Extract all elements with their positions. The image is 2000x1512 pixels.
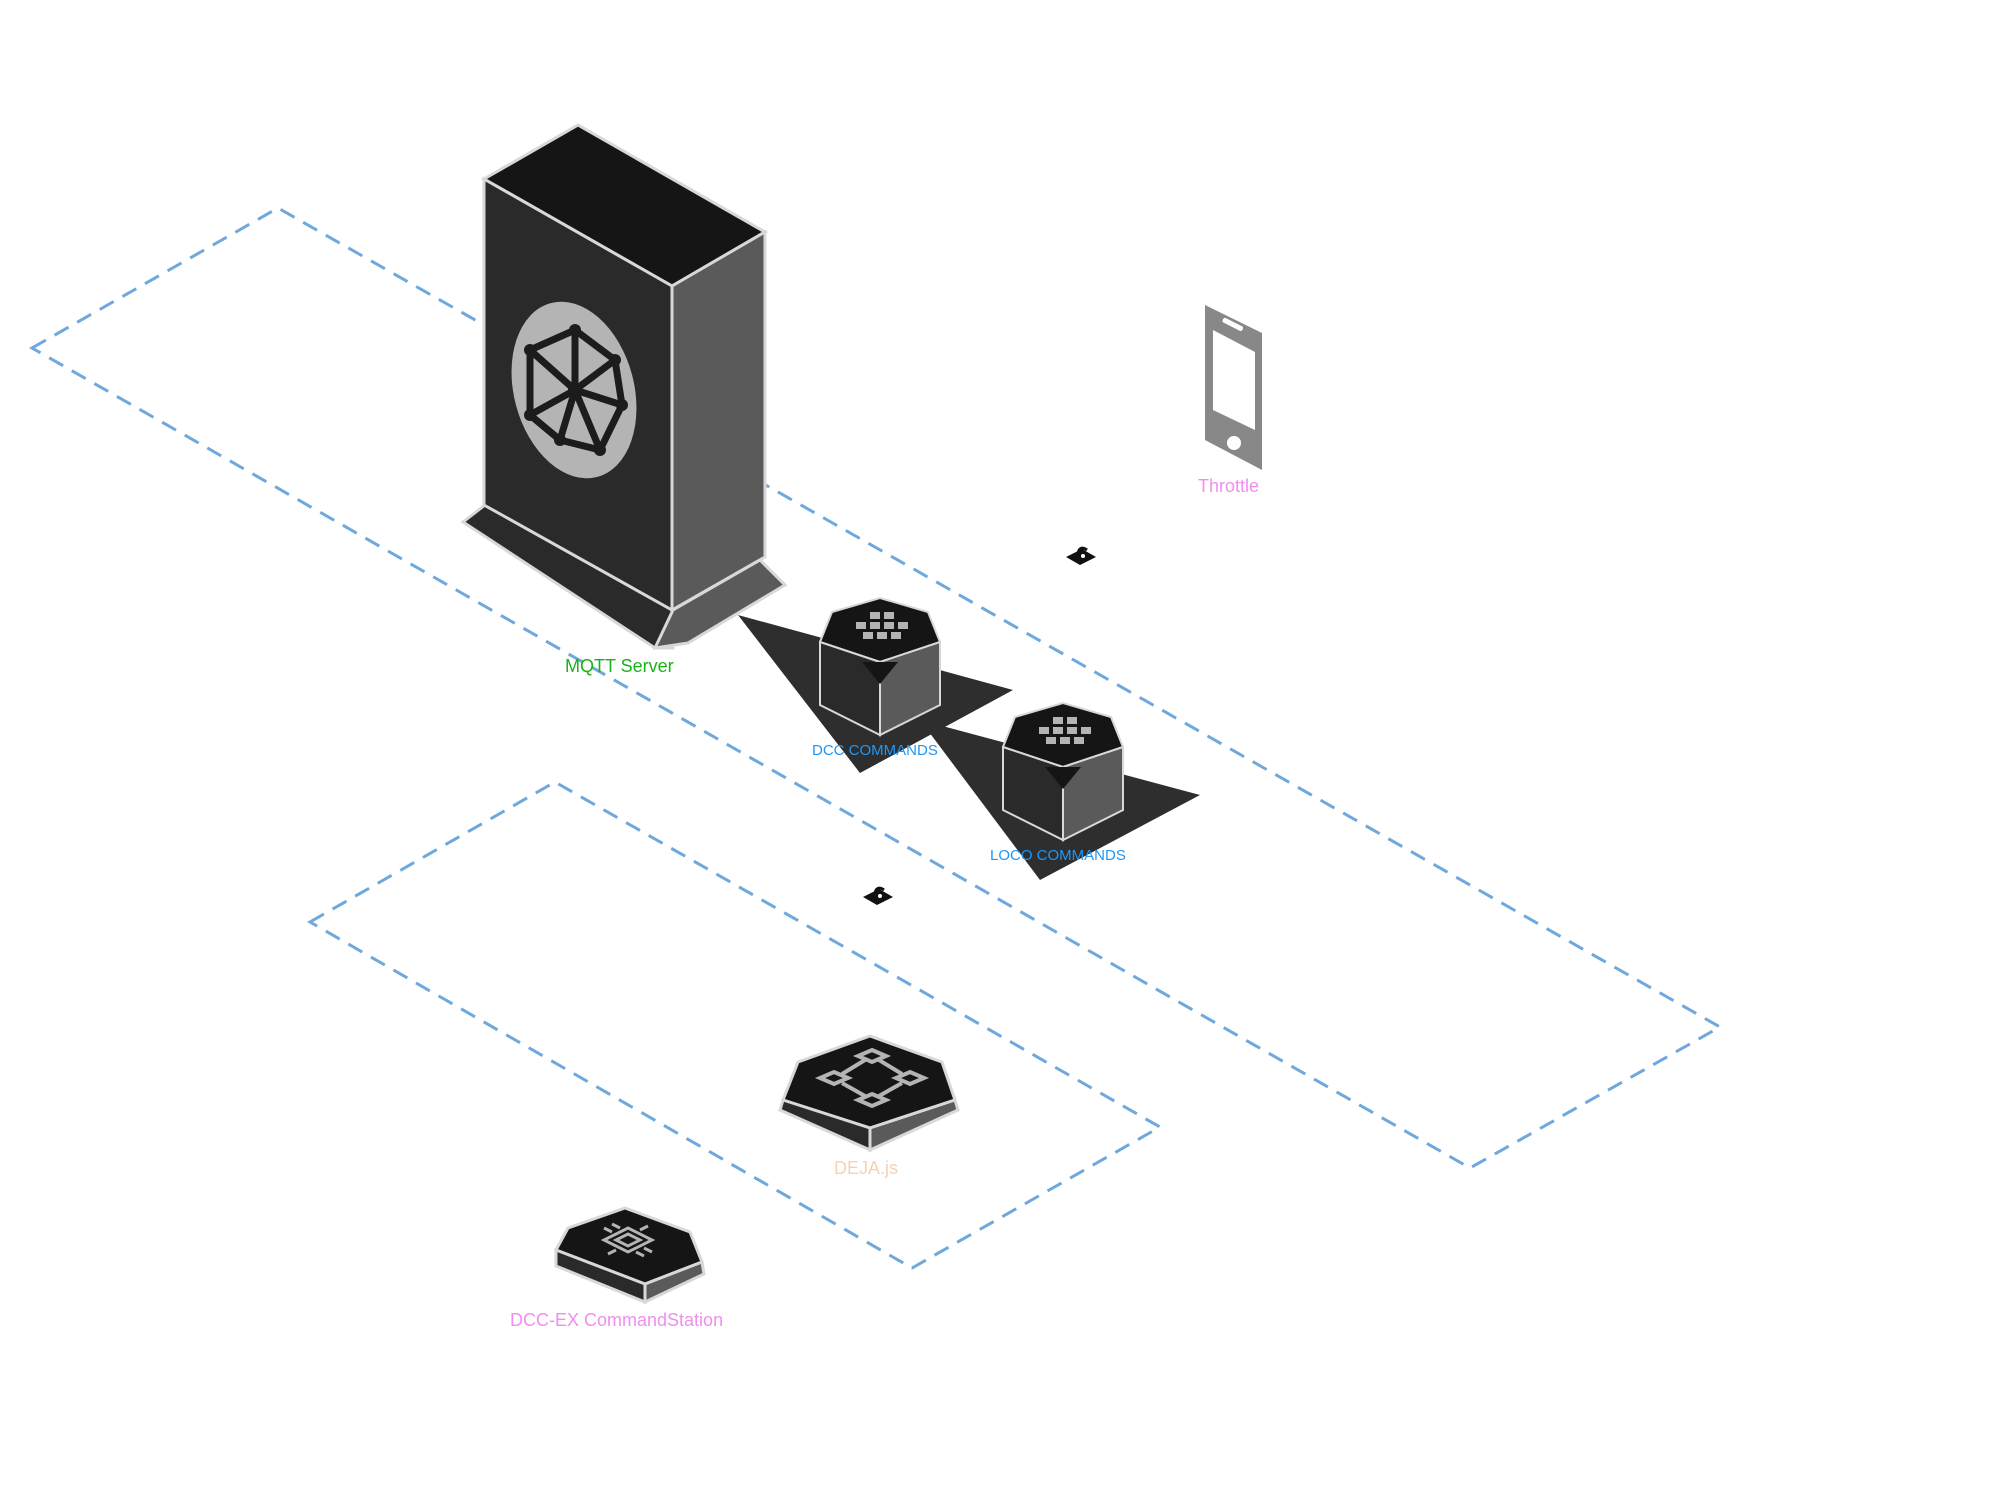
mqtt-server-side [670, 229, 767, 613]
dejajs-node[interactable] [778, 1034, 960, 1153]
loco-commands-node[interactable] [1001, 701, 1125, 842]
network-zone-lower [306, 780, 1164, 1270]
network-mesh-icon [511, 301, 637, 479]
throttle-phone-button [1227, 436, 1241, 450]
dcc-commands-label: DCC COMMANDS [812, 742, 938, 759]
chip-icon [600, 1222, 656, 1258]
mqtt-server-base-right [652, 558, 788, 650]
mobile-phone-icon[interactable] [1205, 305, 1262, 470]
lock-icon [1066, 546, 1096, 565]
throttle-phone-screen [1213, 330, 1255, 430]
grid-icon [856, 612, 908, 639]
grid-icon [1039, 717, 1091, 744]
throttle-label: Throttle [1198, 476, 1259, 496]
dejajs-side [868, 1098, 960, 1153]
dcc-commands-node[interactable] [818, 596, 942, 737]
commandstation-label: DCC-EX CommandStation [510, 1310, 723, 1330]
dcc-commands-notch [862, 662, 898, 684]
commandstation-side [643, 1259, 706, 1305]
loco-commands-notch [1045, 767, 1081, 789]
network-zone-upper [28, 206, 1724, 1170]
flowchart-icon [814, 1047, 930, 1109]
dejajs-label: DEJA.js [834, 1158, 898, 1178]
lock-icon [863, 886, 893, 905]
throttle-phone-speaker [1222, 317, 1244, 331]
mqtt-server[interactable] [460, 123, 788, 650]
mqtt-server-label: MQTT Server [565, 656, 674, 676]
loco-commands-label: LOCO COMMANDS [990, 847, 1126, 864]
commandstation-node[interactable] [553, 1206, 706, 1305]
